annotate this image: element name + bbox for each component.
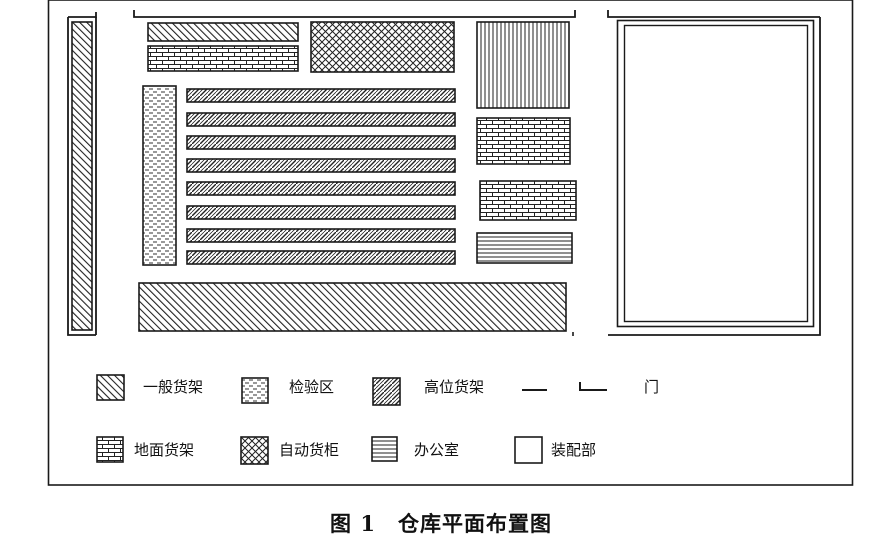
legend-general-shelf-label: 一般货架 [143, 378, 204, 396]
legend-auto-cabinet-label: 自动货柜 [279, 441, 340, 459]
right-wall [608, 17, 821, 336]
figure-caption: 图 1 仓库平面布置图 [0, 508, 882, 538]
high-shelf-rows [186, 88, 456, 265]
bottom-general-shelf [138, 282, 567, 332]
top-ground-shelf [147, 45, 299, 72]
vertical-line-block [476, 21, 570, 109]
legend-door-icon-2 [579, 382, 607, 391]
legend-door-label: 门 [644, 378, 660, 396]
legend-assembly-icon [514, 436, 543, 464]
high-shelf-row [186, 135, 456, 150]
legend-auto-cabinet-icon [240, 436, 269, 465]
legend-office-label: 办公室 [414, 441, 460, 459]
legend-inspection-icon [241, 377, 269, 404]
high-shelf-row [186, 88, 456, 103]
high-shelf-row [186, 112, 456, 127]
legend-office-icon [371, 436, 398, 462]
legend-high-shelf-label: 高位货架 [424, 378, 485, 396]
right-ground-shelf-1 [476, 117, 571, 165]
left-wall [67, 17, 97, 336]
figure-title: 仓库平面布置图 [397, 511, 552, 536]
high-shelf-row [186, 158, 456, 173]
figure-number: 图 1 [330, 511, 376, 536]
high-shelf-row [186, 205, 456, 220]
high-shelf-row [186, 250, 456, 265]
outer-frame [47, 0, 854, 486]
legend-assembly-label: 装配部 [551, 441, 597, 459]
assembly-area [616, 19, 815, 328]
inspection-area [142, 85, 177, 266]
assembly-area-inner [623, 24, 809, 323]
high-shelf-row [186, 228, 456, 243]
legend-ground-shelf-label: 地面货架 [134, 441, 195, 459]
left-general-shelf [71, 21, 93, 331]
legend-ground-shelf-icon [96, 436, 124, 463]
right-office [476, 232, 573, 264]
legend-general-shelf-icon [96, 374, 125, 401]
top-wall [68, 10, 820, 18]
high-shelf-row [186, 181, 456, 196]
legend-high-shelf-icon [372, 377, 401, 406]
legend-inspection-label: 检验区 [289, 378, 335, 396]
top-general-shelf [147, 22, 299, 42]
auto-cabinet [310, 21, 455, 73]
right-ground-shelf-2 [479, 180, 577, 221]
